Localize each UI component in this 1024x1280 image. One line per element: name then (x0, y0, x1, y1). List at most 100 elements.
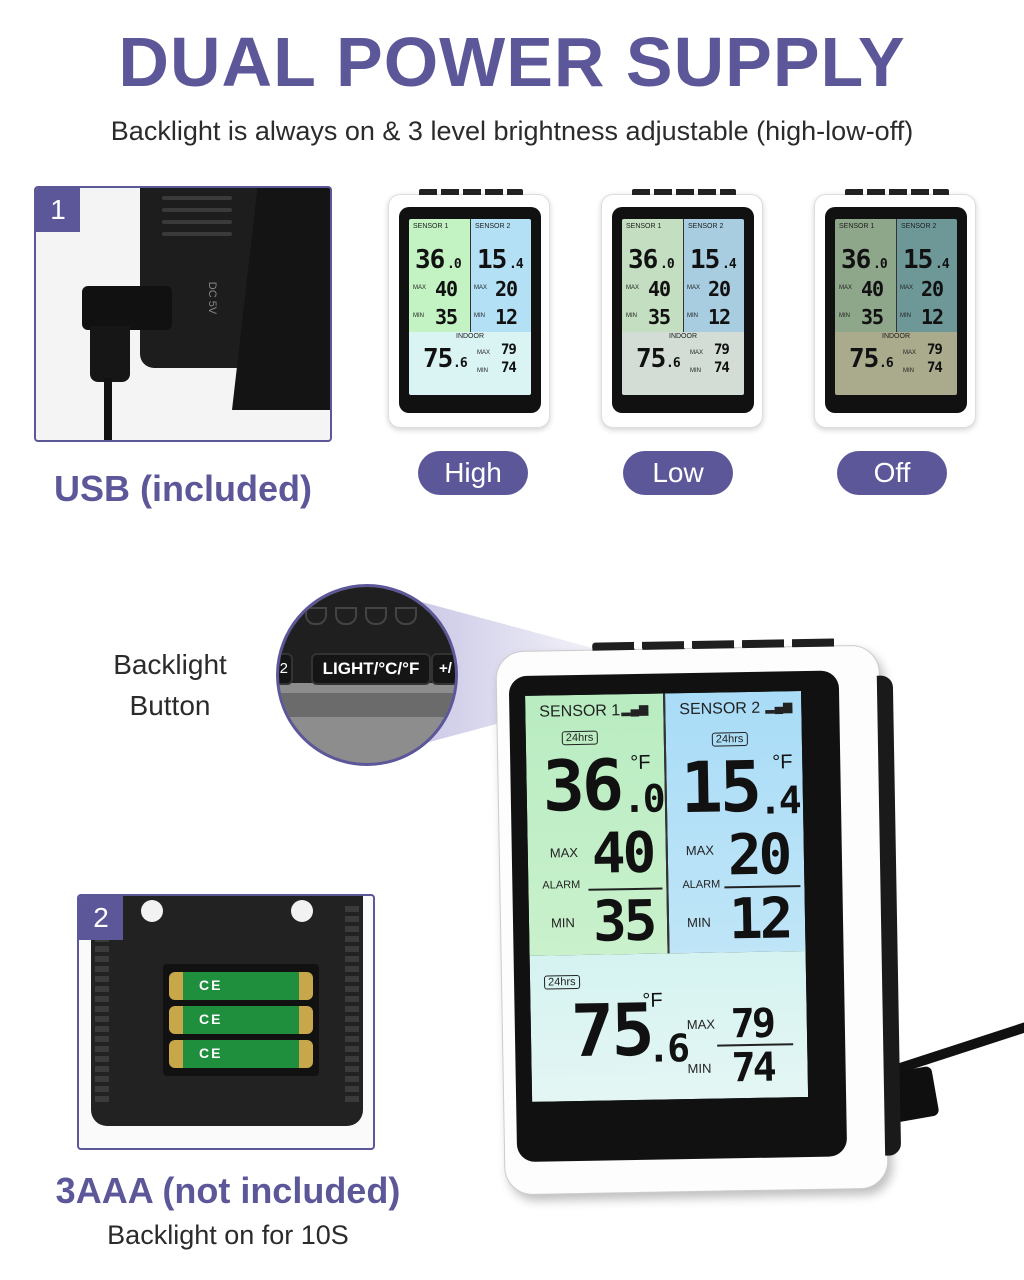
sensor1-min: 35 (435, 305, 458, 329)
sensor2-temp: 15 (477, 245, 507, 275)
top-buttons (419, 189, 523, 195)
sensor1-unit: °F (630, 751, 651, 775)
usb-step-number: 1 (36, 188, 80, 232)
sensor2-max-label: MAX (685, 842, 715, 859)
sensor1-label: SENSOR 1 (539, 702, 621, 721)
sensor2-max: 20 (921, 277, 944, 301)
battery-bay: CE CE CE (163, 964, 319, 1076)
zoom-left-button: 2 (279, 653, 293, 685)
top-buttons (632, 189, 736, 195)
sensor2-temp-decimal: .4 (758, 778, 800, 823)
usb-plug (82, 286, 172, 330)
brightness-low-pill: Low (623, 451, 733, 495)
indoor-max-label: MAX (477, 349, 491, 356)
24hrs-badge: 24hrs (711, 732, 748, 747)
indoor-min-label: MIN (690, 367, 701, 374)
light-button: LIGHT/°C/°F (311, 653, 431, 685)
indoor-max: 79 (927, 341, 943, 358)
battery-mark: CE (199, 977, 223, 993)
sensor2-label: SENSOR 2 (901, 223, 937, 230)
backlight-label-line2: Button (129, 690, 211, 721)
sensor1-temp-decimal: .0 (660, 257, 675, 272)
screw-hole (141, 900, 163, 922)
sensor1-min-label: MIN (413, 313, 424, 319)
indoor-max-label: MAX (903, 349, 917, 356)
sensor2-max: 20 (727, 822, 790, 889)
sensor1-temp-decimal: .0 (622, 776, 664, 822)
indoor-min: 74 (731, 1044, 775, 1092)
indoor-label: INDOOR (669, 332, 697, 340)
backlight-button-label: Backlight Button (80, 644, 260, 726)
24hrs-badge: 24hrs (561, 730, 598, 746)
sensor1-max: 40 (435, 277, 458, 301)
24hrs-badge: 24hrs (543, 974, 580, 990)
top-buttons (845, 189, 949, 195)
sensor1-max: 40 (861, 277, 884, 301)
indoor-temp-decimal: .6 (666, 355, 681, 371)
sensor2-max-label: MAX (474, 285, 488, 291)
thermometer-front: SENSOR 1 ▂▄▆ 24hrs 36 .0 °F MAX 40 ALARM… (495, 638, 902, 1196)
top-buttons (592, 638, 837, 651)
indoor-panel: 24hrs 75 .6 °F MAX 79 MIN 74 (529, 950, 809, 1102)
page-subtitle: Backlight is always on & 3 level brightn… (110, 116, 914, 146)
sensor2-min: 12 (728, 886, 791, 953)
sensor2-temp: 15 (679, 745, 760, 830)
lcd-screen: SENSOR 1 ▂▄▆ 24hrs 36 .0 °F MAX 40 ALARM… (525, 691, 809, 1102)
battery-mark: CE (199, 1045, 223, 1061)
sensor1-temp: 36 (841, 245, 871, 275)
sensor1-temp: 36 (628, 245, 658, 275)
usb-panel: 1 DC 5V (34, 186, 332, 442)
sensor1-min-label: MIN (839, 313, 850, 319)
sensor1-min: 35 (592, 888, 656, 955)
indoor-min: 74 (714, 359, 730, 376)
indoor-max: 79 (714, 341, 730, 358)
zoom-right-button: +/ (431, 653, 455, 685)
indoor-max-label: MAX (690, 349, 704, 356)
grip-left (95, 906, 109, 1106)
indoor-temp-decimal: .6 (879, 355, 894, 371)
sensor2-label: SENSOR 2 (475, 223, 511, 230)
indoor-temp-decimal: .6 (646, 1025, 688, 1071)
sensor1-min-label: MIN (626, 313, 637, 319)
sensor1-max-label: MAX (549, 844, 579, 861)
vent-slot (162, 208, 232, 212)
brightness-high-pill: High (418, 451, 528, 495)
sensor2-min: 12 (921, 305, 944, 329)
sensor2-temp-decimal: .4 (935, 257, 950, 272)
sensor1-temp: 36 (541, 744, 622, 828)
sensor2-max-label: MAX (900, 285, 914, 291)
brightness-off-pill: Off (837, 451, 947, 495)
sensor2-min-label: MIN (686, 914, 712, 931)
device-side-grip (876, 675, 902, 1156)
sensor2-alarm-label: ALARM (682, 878, 721, 892)
vent-slot (162, 232, 232, 236)
sensor2-label: SENSOR 2 (679, 699, 761, 719)
indoor-max: 79 (501, 341, 517, 358)
sensor1-min-label: MIN (550, 915, 576, 931)
indoor-label: INDOOR (456, 332, 484, 340)
sensor2-unit: °F (772, 751, 793, 774)
page-title: DUAL POWER SUPPLY (118, 23, 906, 101)
zoom-knob (365, 607, 387, 625)
sensor2-temp: 15 (903, 245, 933, 275)
indoor-unit: °F (642, 989, 663, 1012)
sensor1-max-label: MAX (839, 285, 853, 291)
signal-icon: ▂▄▆ (621, 701, 649, 717)
vent-slot (162, 220, 232, 224)
sensor2-temp-decimal: .4 (509, 257, 524, 272)
aaa-battery: CE (169, 972, 313, 1000)
sensor2-min-label: MIN (900, 313, 911, 319)
indoor-min: 74 (927, 359, 943, 376)
